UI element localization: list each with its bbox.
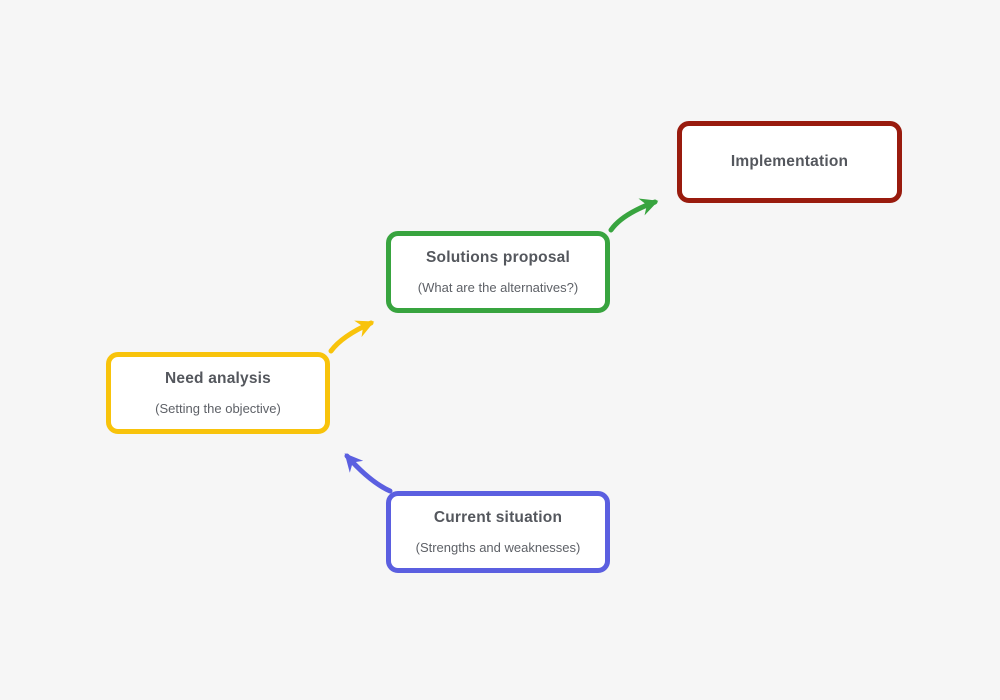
node-title: Current situation: [433, 509, 563, 526]
node-title: Need analysis: [165, 370, 271, 387]
node-solutions-proposal[interactable]: Solutions proposal (What are the alterna…: [386, 231, 610, 313]
node-title: Implementation: [730, 153, 849, 170]
node-need-analysis[interactable]: Need analysis (Setting the objective): [106, 352, 330, 434]
node-title: Solutions proposal: [426, 249, 570, 266]
node-subtitle: (What are the alternatives?): [417, 280, 579, 295]
node-subtitle: (Setting the objective): [155, 401, 281, 416]
node-implementation[interactable]: Implementation: [677, 121, 902, 203]
connector-current-to-need[interactable]: [344, 453, 393, 494]
node-subtitle: (Strengths and weaknesses): [415, 540, 581, 555]
connector-need-to-solutions[interactable]: [328, 320, 375, 354]
node-current-situation[interactable]: Current situation (Strengths and weaknes…: [386, 491, 610, 573]
connector-solutions-to-implementation[interactable]: [608, 198, 659, 233]
